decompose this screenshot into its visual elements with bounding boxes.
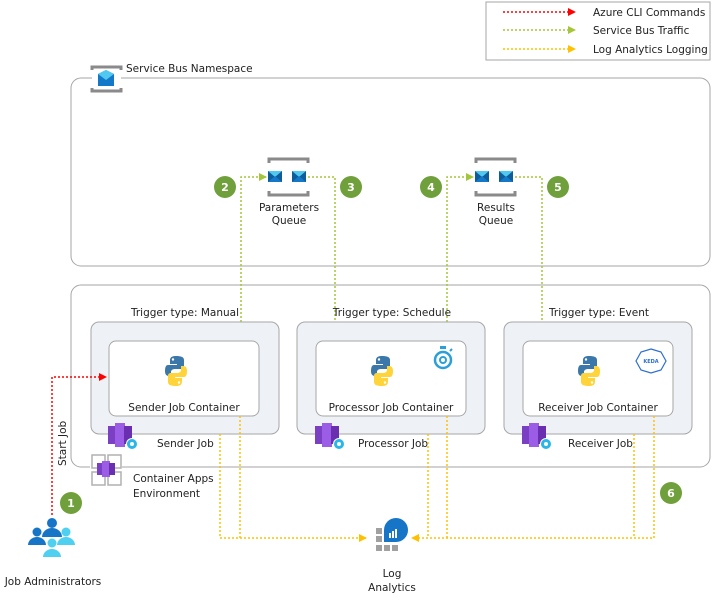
svg-text:6: 6 [667, 487, 675, 500]
results-queue-label-1: Results [477, 202, 515, 214]
log-analytics-icon [376, 518, 408, 551]
sender-trigger-label: Trigger type: Manual [130, 307, 239, 319]
log-analytics-label-2: Analytics [368, 582, 416, 594]
container-apps-environment-label-1: Container Apps [133, 473, 214, 485]
step-badge-1: 1 [60, 492, 82, 514]
start-job-label: Start Job [57, 420, 69, 466]
processor-job: Trigger type: Schedule Processor Job Con… [296, 307, 486, 450]
receiver-container-label: Receiver Job Container [538, 402, 658, 414]
job-administrators-label: Job Administrators [4, 576, 102, 588]
step-badge-6: 6 [660, 482, 682, 504]
svg-text:1: 1 [67, 497, 75, 510]
results-queue-icon [474, 157, 517, 197]
receiver-job: Trigger type: Event KEDA Receiver Job Co… [503, 307, 693, 450]
svg-text:4: 4 [427, 181, 435, 194]
container-apps-environment-icon [90, 454, 122, 487]
receiver-job-container [522, 340, 674, 417]
step-badge-2: 2 [214, 176, 236, 198]
keda-label: KEDA [643, 359, 658, 365]
stopwatch-icon [433, 346, 453, 370]
sender-job-label: Sender Job [157, 438, 214, 450]
step-badge-3: 3 [340, 176, 362, 198]
parameters-to-processor-line [308, 176, 336, 322]
step-badge-4: 4 [420, 176, 442, 198]
legend-servicebus-label: Service Bus Traffic [593, 25, 690, 37]
start-job-line [51, 373, 107, 515]
receiver-trigger-label: Trigger type: Event [548, 307, 649, 319]
service-bus-namespace-box [70, 77, 711, 267]
keda-icon: KEDA [635, 348, 667, 374]
container-apps-environment-label-2: Environment [133, 488, 200, 500]
step-badge-5: 5 [547, 176, 569, 198]
processor-job-label: Processor Job [358, 438, 428, 450]
receiver-job-label: Receiver Job [568, 438, 633, 450]
job-administrators-icon [28, 518, 75, 557]
legend: Azure CLI Commands Service Bus Traffic L… [485, 1, 711, 61]
service-bus-namespace-label: Service Bus Namespace [126, 63, 253, 75]
parameters-queue-icon [267, 157, 310, 197]
results-queue-label-2: Queue [479, 215, 514, 227]
svg-text:2: 2 [221, 181, 229, 194]
processor-trigger-label: Trigger type: Schedule [332, 307, 451, 319]
sender-container-label: Sender Job Container [128, 402, 240, 414]
service-bus-traffic-lines [240, 173, 543, 322]
log-analytics-lines [219, 416, 655, 542]
legend-cli-label: Azure CLI Commands [593, 7, 705, 19]
sender-job: Trigger type: Manual Sender Job Containe… [90, 307, 280, 450]
sender-job-container [108, 340, 260, 417]
sender-to-parameters-line [240, 173, 267, 322]
parameters-queue-label-2: Queue [272, 215, 307, 227]
log-analytics-label-1: Log [383, 568, 402, 580]
results-to-receiver-line [515, 176, 543, 322]
svg-text:3: 3 [347, 181, 355, 194]
processor-job-container [315, 340, 467, 417]
legend-logging-label: Log Analytics Logging [593, 44, 708, 56]
parameters-queue-label-1: Parameters [259, 202, 319, 214]
svg-text:5: 5 [554, 181, 562, 194]
processor-container-label: Processor Job Container [329, 402, 454, 414]
service-bus-namespace-icon [90, 65, 123, 93]
processor-to-results-line [446, 173, 474, 322]
